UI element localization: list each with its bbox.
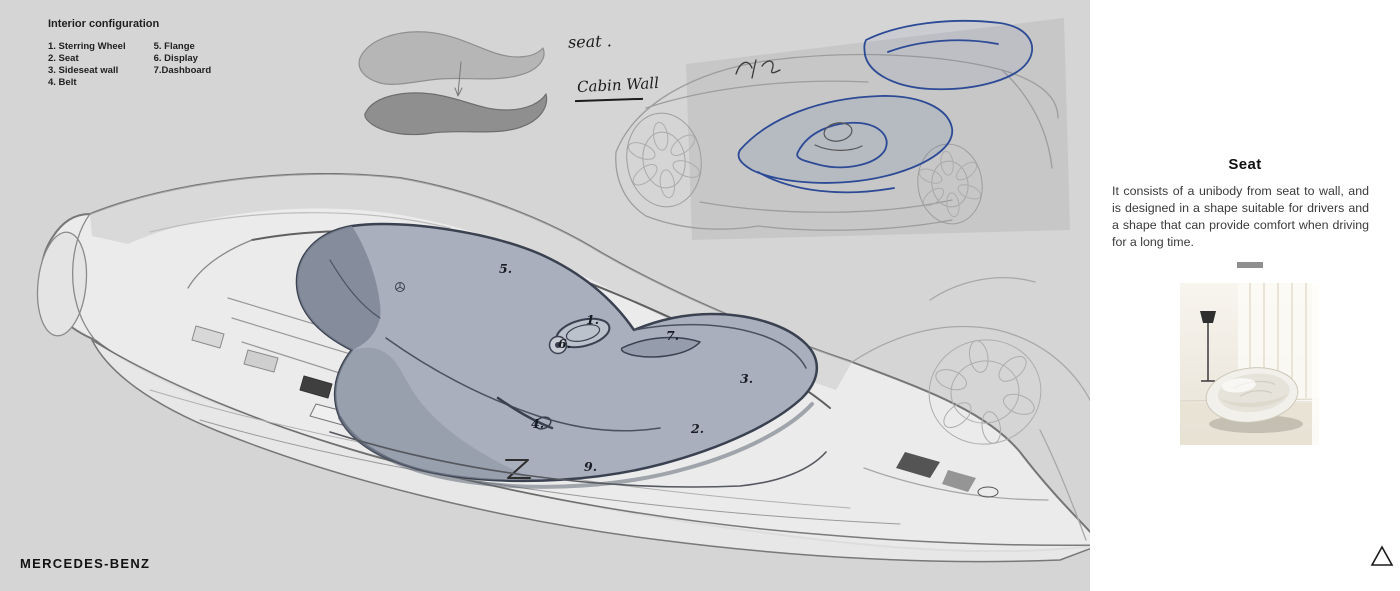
main-interior-sketch (36, 173, 1090, 563)
legend-item-1: 1. Sterring Wheel (48, 41, 126, 52)
callout-belt: 4. (531, 416, 545, 431)
side-panel: Seat It consists of a unibody from seat … (1090, 0, 1400, 591)
panel-title: Seat (1228, 156, 1262, 173)
callout-display: 6. (558, 336, 572, 351)
brand-wordmark: MERCEDES-BENZ (20, 556, 151, 571)
legend-title: Interior configuration (48, 18, 160, 30)
triangle-logo (1370, 545, 1394, 566)
panel-body-text: It consists of a unibody from seat to wa… (1112, 184, 1369, 249)
annotation-seat: seat . (567, 31, 613, 52)
rear-wheel-ghost (928, 339, 1042, 445)
concept-sketch-svg (36, 18, 1090, 563)
callout-seat: 2. (691, 421, 705, 436)
sketch-canvas: Interior configuration 1. Sterring Wheel… (0, 0, 1090, 591)
floor-lamp (1200, 311, 1216, 382)
callout-steering-wheel: 1. (586, 312, 600, 327)
legend-item-7: 7.Dashboard (153, 65, 212, 76)
callout-flange: 5. (499, 261, 513, 276)
seat-unibody (295, 222, 819, 489)
rear-ghost-lines (851, 277, 1090, 541)
handwriting-scribble (735, 59, 781, 79)
legend-item-4: 4. Belt (48, 77, 77, 88)
legend-item-5: 5. Flange (153, 41, 195, 52)
legend-item-2: 2. Seat (48, 53, 79, 64)
callout-dashboard: 7. (666, 328, 680, 343)
seat-reference-photo (1180, 283, 1319, 445)
legend-item-3: 3. Sideseat wall (48, 65, 119, 76)
legend: Interior configuration 1. Sterring Wheel… (48, 18, 211, 89)
egg-chair (1205, 367, 1299, 423)
divider-dash (1237, 262, 1263, 268)
seat-study-sketches (358, 31, 548, 136)
callout-sill: 9. (584, 459, 598, 474)
top-right-car-sketch (615, 18, 1070, 240)
callout-sideseat-wall: 3. (740, 371, 754, 386)
legend-item-6: 6. Display (153, 53, 198, 64)
